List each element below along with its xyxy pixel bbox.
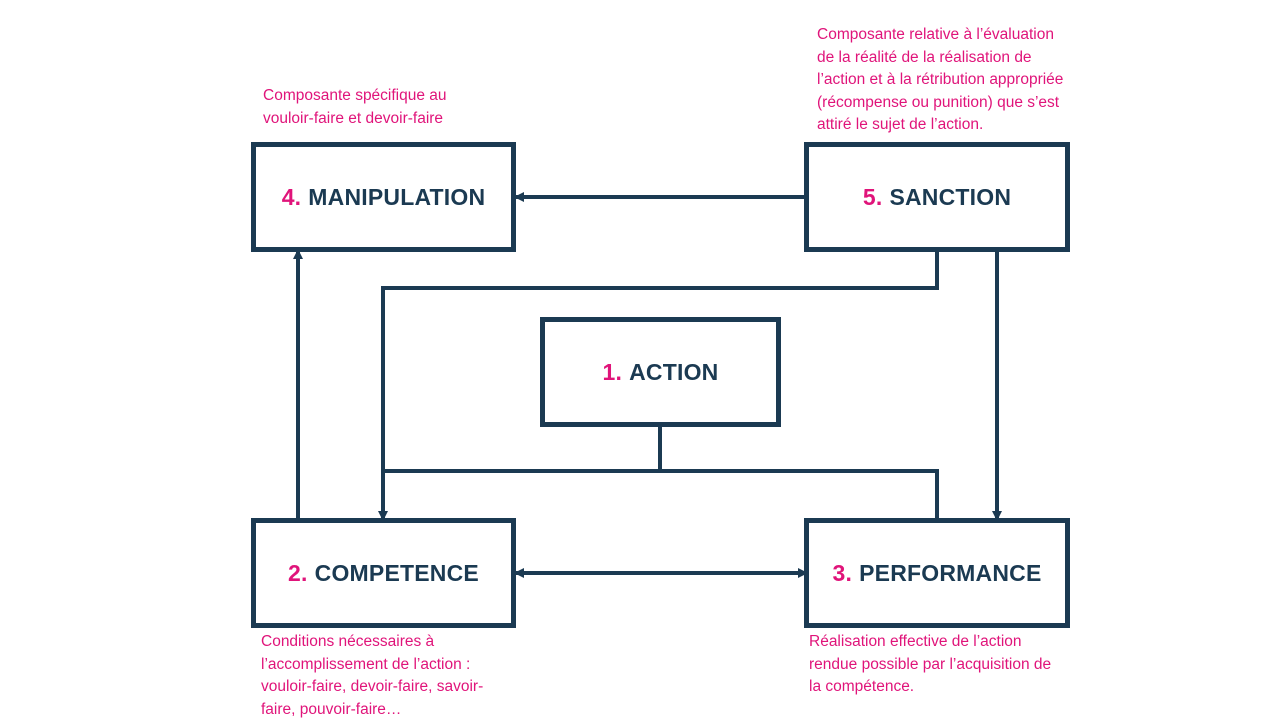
competence-box: 2. COMPETENCE <box>251 518 516 628</box>
performance-note: Réalisation effective de l’action rendue… <box>809 633 1052 695</box>
sanction-number: 5. <box>862 183 883 210</box>
competence-number: 2. <box>288 559 308 586</box>
performance-box: 3. PERFORMANCE <box>804 518 1070 628</box>
competence-label: COMPETENCE <box>314 559 479 586</box>
manipulation-note: Composante spécifique au vouloir-faire e… <box>263 87 447 127</box>
manipulation-box: 4. MANIPULATION <box>251 142 516 252</box>
sanction-note: Composante relative à l’évaluation de la… <box>817 26 1064 133</box>
action-number: 1. <box>602 358 623 385</box>
performance-number: 3. <box>832 559 853 586</box>
sanction-box: 5. SANCTION <box>804 142 1070 252</box>
action-label: ACTION <box>629 358 719 385</box>
manipulation-label: MANIPULATION <box>308 183 486 210</box>
competence-note: Conditions nécessaires à l’accomplisseme… <box>261 633 484 718</box>
arrow-sanction-to-competence <box>378 250 939 521</box>
action-box: 1. ACTION <box>540 317 781 427</box>
manipulation-number: 4. <box>281 183 302 210</box>
performance-label: PERFORMANCE <box>859 559 1042 586</box>
connector-action-competence-performance <box>385 469 939 519</box>
sanction-label: SANCTION <box>889 183 1012 210</box>
